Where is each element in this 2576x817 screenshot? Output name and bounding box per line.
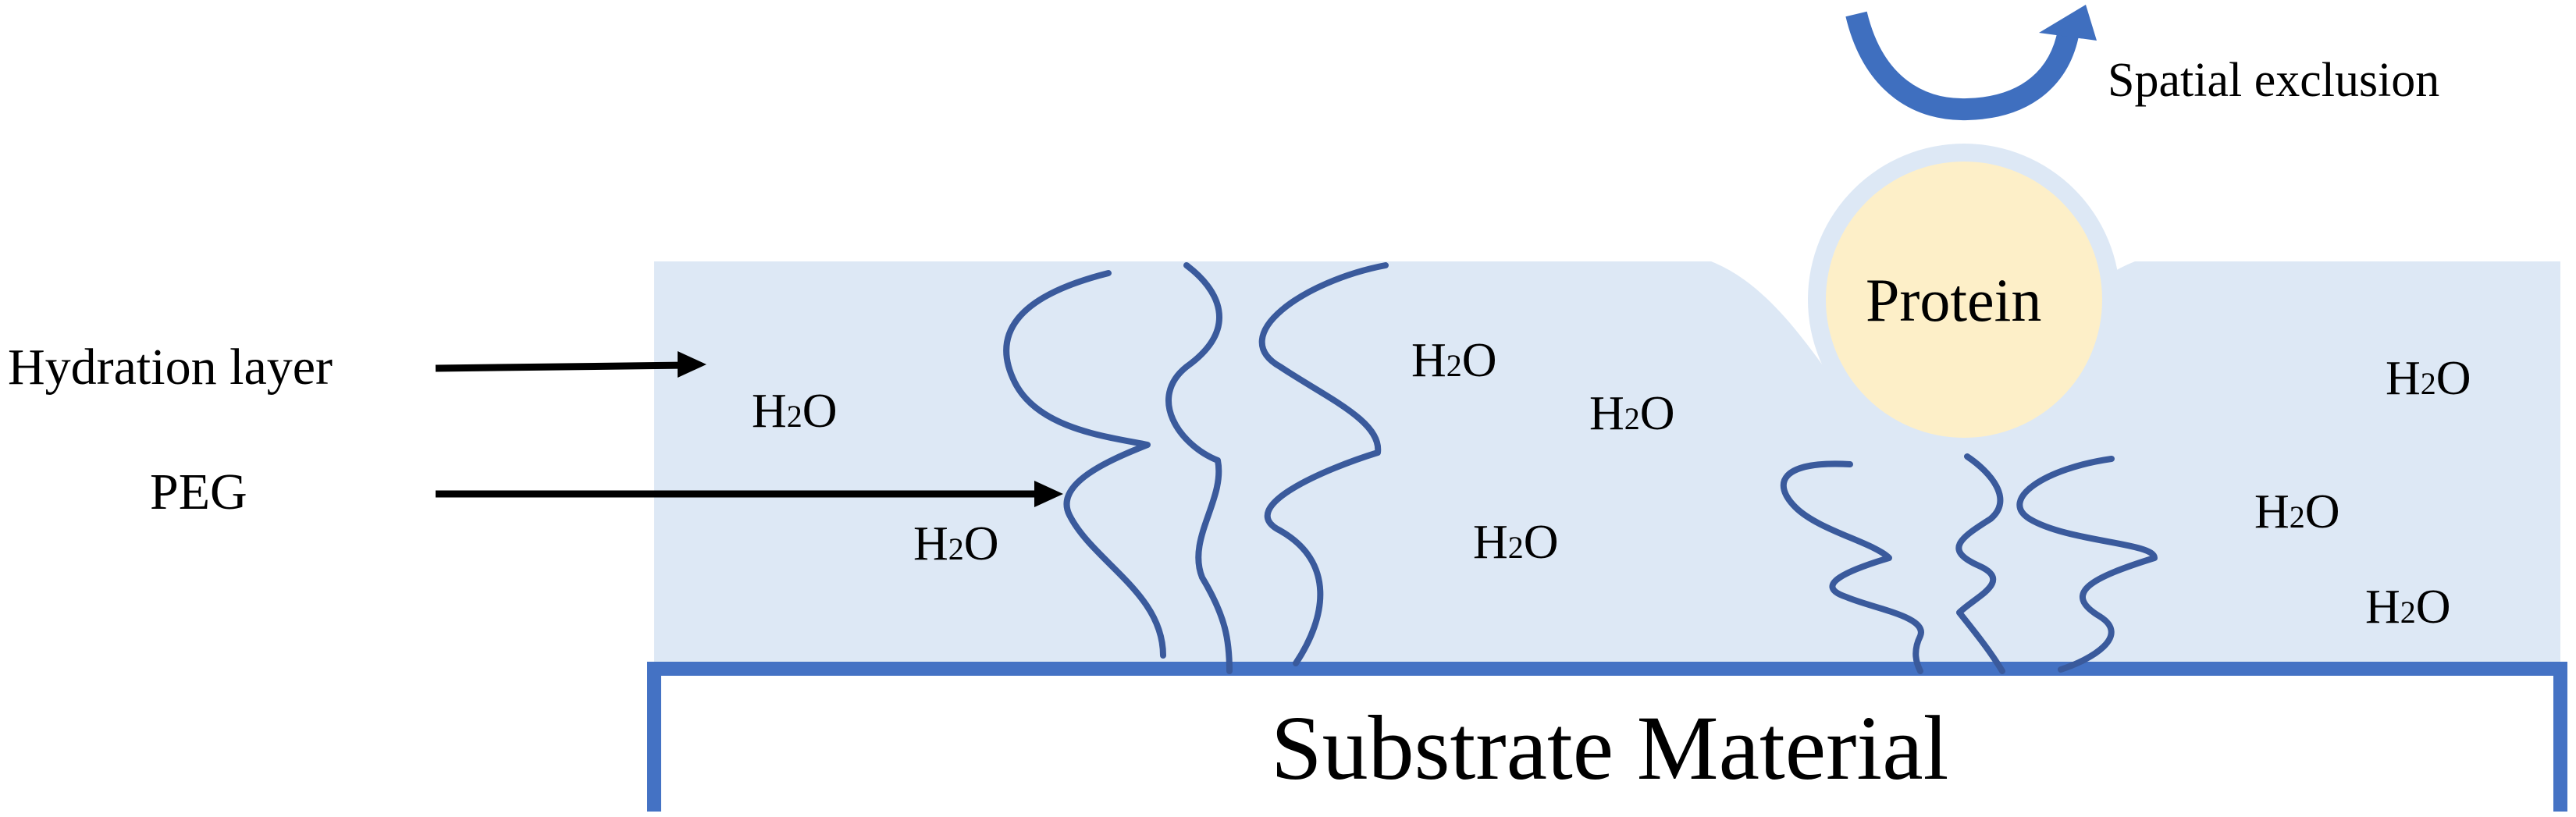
peg-chain-2 xyxy=(1165,262,1233,674)
peg-chain-5 xyxy=(1955,453,2005,674)
peg-chains-right xyxy=(1780,453,2158,674)
substrate-box xyxy=(647,662,2567,812)
substrate-label: Substrate Material xyxy=(1271,697,1949,799)
water-label: H2O xyxy=(1411,334,1497,387)
exclusion-arrow-head xyxy=(2039,5,2097,41)
peg-label: PEG xyxy=(150,464,247,520)
spatial-exclusion-label: Spatial exclusion xyxy=(2108,54,2440,107)
water-label: H2O xyxy=(2365,581,2451,634)
water-label: H2O xyxy=(1589,387,1675,440)
peg-chain-6 xyxy=(2016,456,2158,673)
label-arrows xyxy=(435,351,1063,507)
hydration-layer-label: Hydration layer xyxy=(8,339,333,396)
hydration-arrow-head xyxy=(678,351,706,378)
hydration-layer-region xyxy=(654,261,2560,663)
peg-arrow-head xyxy=(1034,481,1063,507)
exclusion-arrow-curve xyxy=(1845,11,2080,121)
peg-chain-4 xyxy=(1780,460,1924,674)
water-label: H2O xyxy=(2254,485,2340,538)
peg-chain-1 xyxy=(1003,270,1166,659)
protein-circle xyxy=(1826,162,2102,438)
hydration-arrow-line xyxy=(435,361,688,372)
water-label: H2O xyxy=(752,385,838,438)
spatial-exclusion-arrow xyxy=(1845,5,2097,121)
peg-chain-3 xyxy=(1258,262,1389,666)
water-label: H2O xyxy=(1473,516,1559,569)
peg-chains-left xyxy=(1003,262,1389,674)
water-label: H2O xyxy=(913,517,999,570)
water-label: H2O xyxy=(2386,352,2471,405)
protein-label: Protein xyxy=(1866,266,2042,334)
